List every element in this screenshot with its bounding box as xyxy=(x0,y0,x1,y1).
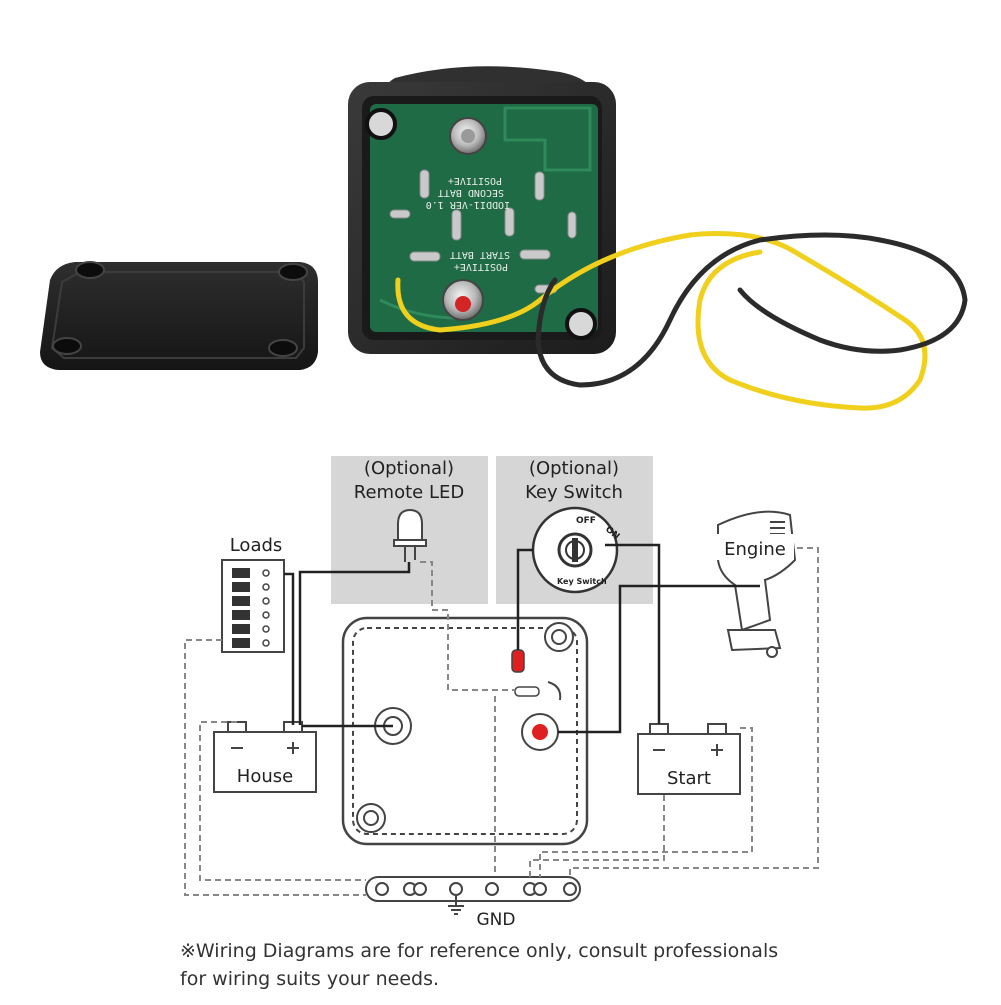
start-battery-icon xyxy=(637,723,741,795)
house-battery-icon xyxy=(213,721,317,793)
screw-hole-icon xyxy=(75,261,105,279)
start-label: Start xyxy=(667,768,711,789)
disclaimer-line1: ※Wiring Diagrams are for reference only,… xyxy=(180,940,779,962)
key-switch-title-line2: Key Switch xyxy=(525,482,623,503)
red-led-icon xyxy=(455,296,471,312)
solid-wiring xyxy=(284,543,760,734)
loads-label: Loads xyxy=(230,535,283,556)
pcb-silk-text: SECOND BATT xyxy=(438,187,504,198)
screw-hole-icon xyxy=(52,337,82,355)
house-label: House xyxy=(237,766,293,787)
pcb-silk-text: IODDI1-VER 1.0 xyxy=(426,199,510,210)
loads-panel-icon xyxy=(221,559,285,653)
wires xyxy=(395,231,968,411)
battery-isolator-lid xyxy=(40,261,318,370)
remote-led-title-line2: Remote LED xyxy=(354,482,464,503)
outboard-engine-icon xyxy=(717,510,797,658)
remote-led-title-line1: (Optional) xyxy=(364,458,454,479)
screw-hole-icon xyxy=(268,339,298,357)
key-switch-caption: Key Switch xyxy=(557,577,607,586)
pcb-silk-text: START BATT xyxy=(450,249,510,260)
screw-hole-icon xyxy=(365,108,397,140)
circuit-board xyxy=(370,104,598,332)
engine-label: Engine xyxy=(724,539,786,560)
led-icon xyxy=(393,508,427,562)
ground-bus-bar-icon xyxy=(365,876,581,915)
pcb-silk-text: POSITIVE+ xyxy=(454,261,508,272)
disclaimer-line2: for wiring suits your needs. xyxy=(180,968,440,990)
pcb-silk-text: POSITIVE+ xyxy=(448,175,502,186)
gnd-label: GND xyxy=(477,910,516,930)
red-indicator-icon xyxy=(532,724,548,740)
screw-hole-icon xyxy=(278,263,308,281)
isolator-diagram xyxy=(341,616,589,846)
dashed-wiring xyxy=(184,547,819,896)
battery-isolator-case: IODDI1-VER 1.0 SECOND BATT POSITIVE+ STA… xyxy=(348,66,616,354)
key-off-label: OFF xyxy=(576,516,596,526)
key-switch-title-line1: (Optional) xyxy=(529,458,619,479)
screw-hole-icon xyxy=(565,308,597,340)
